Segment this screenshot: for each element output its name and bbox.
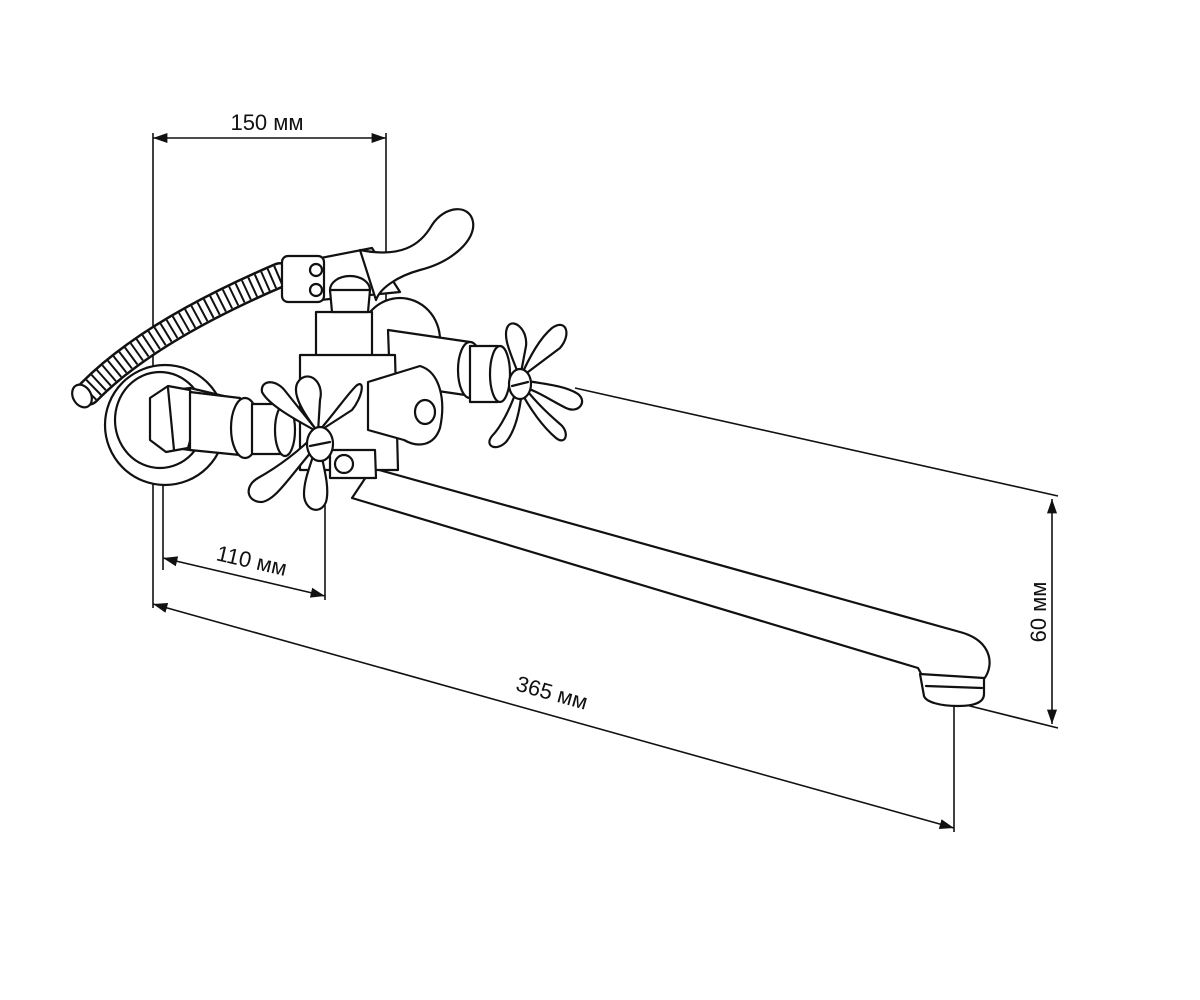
- left-cross-handle[interactable]: [247, 375, 363, 511]
- dimension-label-150: 150 мм: [230, 110, 303, 135]
- aerator: [918, 672, 986, 708]
- dimension-label-60: 60 мм: [1026, 582, 1051, 643]
- spout: [350, 466, 991, 708]
- holder-lever: [358, 208, 475, 302]
- extension-line-spout-top: [574, 387, 1059, 497]
- left-valve: [188, 390, 297, 460]
- dimension-label-110: 110 мм: [214, 540, 289, 580]
- dimension-lines: 150 мм 110 мм 365 мм 60 мм: [152, 110, 1059, 832]
- dimension-arrow-365: [152, 603, 955, 829]
- extension-line-spout-bottom: [957, 702, 1059, 729]
- right-cross-handle[interactable]: [488, 322, 584, 449]
- shower-hose: [71, 262, 293, 409]
- dimension-arrow-110: [162, 556, 326, 598]
- shower-holder: [280, 208, 475, 304]
- right-valve: [468, 344, 512, 404]
- faucet: [71, 208, 991, 708]
